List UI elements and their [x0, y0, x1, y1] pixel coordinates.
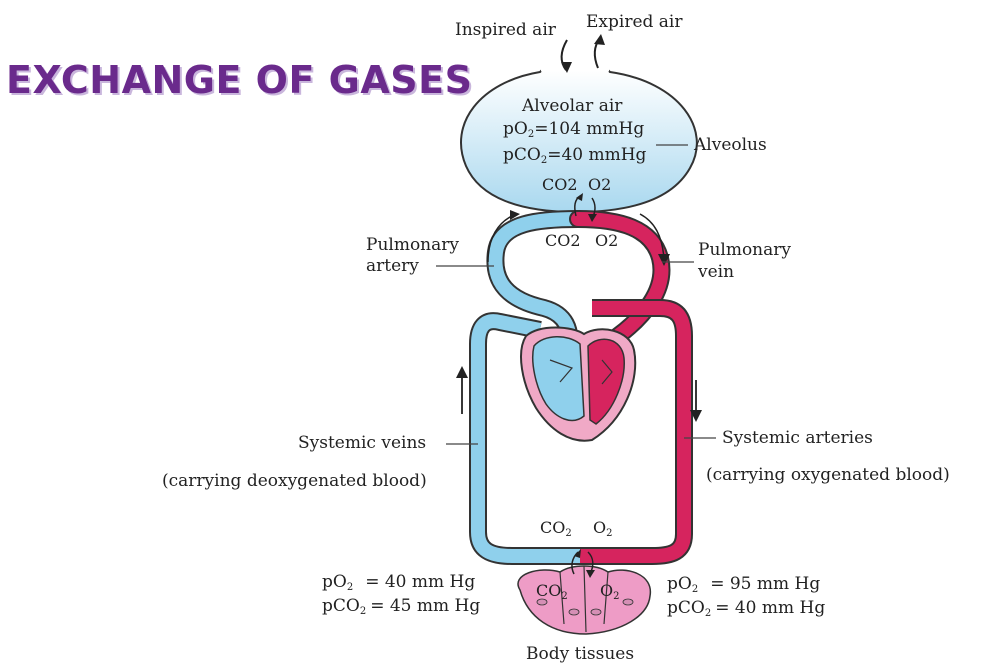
alveolar-air-label: Alveolar air — [522, 96, 623, 116]
capillary-co2-label: CO2 — [545, 231, 581, 250]
expired-arrow-head — [594, 34, 605, 45]
pulmonary-down-arrow-head — [658, 254, 670, 266]
body-tissues-label: Body tissues — [526, 644, 635, 664]
pulmonary-up-arrow-head — [510, 210, 520, 220]
expired-air-label: Expired air — [586, 12, 683, 32]
pulmonary-vein-label-line2: vein — [698, 262, 735, 282]
heart — [520, 326, 637, 442]
alveolus-o2-label: O2 — [588, 175, 612, 194]
heart-right-side — [532, 336, 585, 422]
alv-o2-arrow-head — [588, 214, 597, 222]
pulmonary-down-arrow — [639, 213, 665, 259]
alveolar-pco2-label: pCO2=40 mmHg — [503, 145, 647, 166]
tissue-co2-label: CO2 — [536, 581, 568, 602]
inspired-air-label: Inspired air — [455, 20, 556, 40]
systemic-arteries-note: (carrying oxygenated blood) — [706, 465, 950, 485]
alveolar-po2-label: pO2=104 mmHg — [503, 119, 645, 140]
body-tissues — [517, 565, 651, 635]
alveolus-label: Alveolus — [694, 135, 767, 155]
alveolus — [460, 68, 698, 214]
veins-up-arrow-head — [456, 366, 468, 378]
systemic-veins-label: Systemic veins — [298, 433, 427, 453]
inspired-arrow-head — [561, 62, 572, 73]
tissue-co2-arrow-head — [574, 549, 581, 558]
capillary-o2-label: O2 — [595, 231, 619, 250]
heart-left-side — [587, 338, 625, 425]
pulmonary-vein-label-line1: Pulmonary — [698, 240, 791, 260]
pulmonary-artery-label-line2: artery — [366, 256, 419, 276]
tissue-o2-label: O2 — [600, 581, 620, 602]
systemic-veins-note: (carrying deoxygenated blood) — [162, 471, 427, 491]
page-title: EXCHANGE OF GASES — [6, 58, 473, 102]
alveolus-co2-label: CO2 — [542, 175, 578, 194]
systemic-arteries-label: Systemic arteries — [722, 428, 873, 448]
arteries-down-arrow-head — [690, 410, 702, 422]
tissue-capillary-o2-label: O2 — [593, 518, 613, 539]
venous-pco2-label: pCO2= 45 mm Hg — [322, 596, 481, 617]
systemic-circuit — [469, 299, 693, 565]
tissue-o2-arrow-head — [586, 570, 595, 578]
venous-po2-label: pO2= 40 mm Hg — [322, 572, 476, 593]
tissue-capillary-co2-label: CO2 — [540, 518, 572, 539]
pulmonary-artery-label-line1: Pulmonary — [366, 235, 459, 255]
arterial-po2-label: pO2= 95 mm Hg — [667, 574, 821, 595]
alv-co2-arrow-head — [576, 193, 583, 201]
arterial-pco2-label: pCO2= 40 mm Hg — [667, 598, 826, 619]
